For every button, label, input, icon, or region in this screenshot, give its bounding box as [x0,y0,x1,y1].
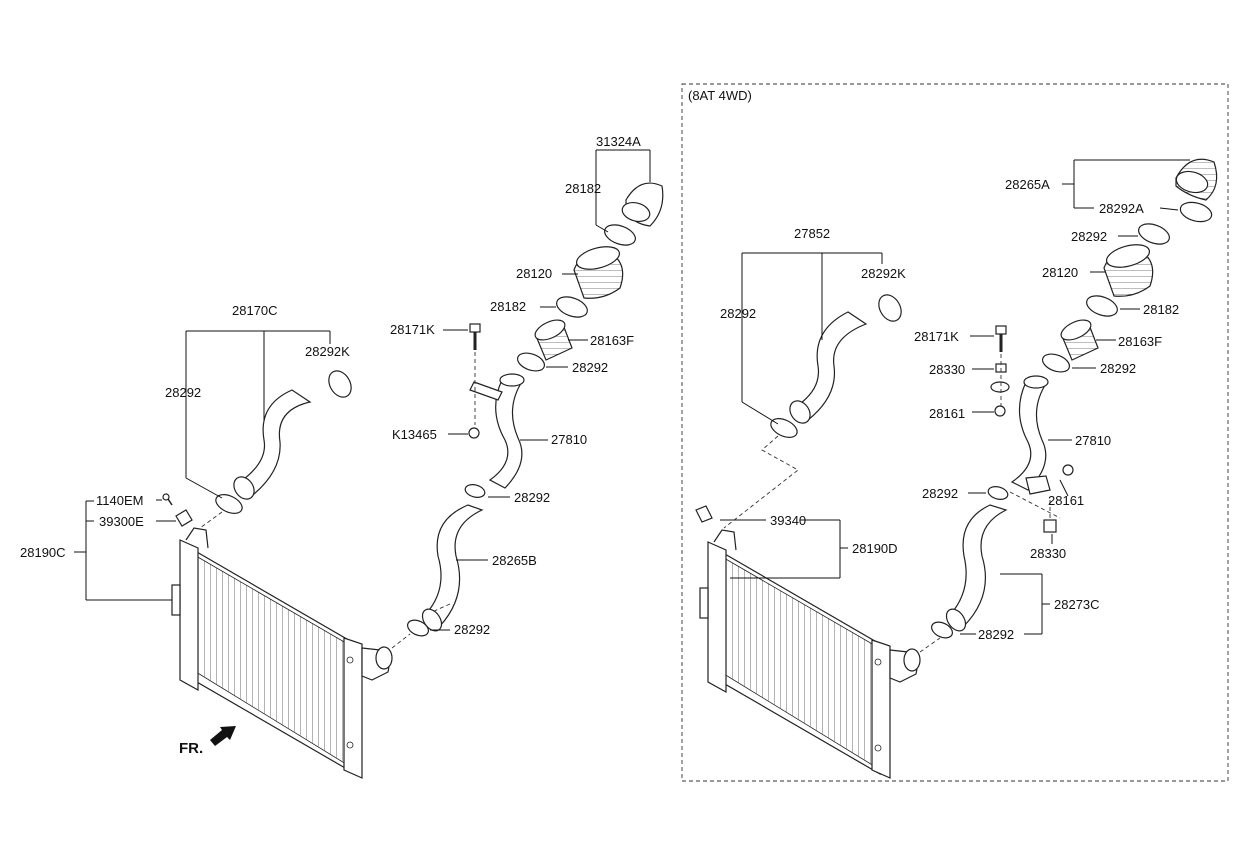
label-28292-b: 28292 [514,490,550,505]
hose-27852 [789,311,868,424]
label-28163F-right: 28163F [1118,334,1162,349]
nut-28161-a [994,405,1006,417]
label-28292K-right: 28292K [861,266,906,281]
clamp-28292K-left [328,370,352,398]
bolt-28171K [469,323,481,350]
label-39300E: 39300E [99,514,144,529]
label-28170C: 28170C [232,303,278,318]
label-28292-e: 28292 [978,627,1014,642]
dash-left-outlet [391,633,411,649]
sensor-39300E [175,509,193,527]
label-27852: 27852 [794,226,830,241]
bolt-28171K-right [995,325,1007,352]
dash-left-inlet [199,511,223,529]
label-28292-a: 28292 [572,360,608,375]
clamp-28292-b-right [1041,353,1071,373]
resonator-28120-right [1103,244,1154,297]
label-28330-a: 28330 [929,362,965,377]
label-28120-right: 28120 [1042,265,1078,280]
label-31324A: 31324A [596,134,641,149]
label-28292A: 28292A [1099,201,1144,216]
sensor-39340 [695,505,713,523]
label-27810: 27810 [551,432,587,447]
dash-right-outlet [919,637,941,653]
label-28161-b: 28161 [1048,493,1084,508]
boot-28163F-right [1060,319,1099,361]
clamp-28292-c-right [987,486,1009,500]
label-K13465: K13465 [392,427,437,442]
label-28292-c: 28292 [454,622,490,637]
hose-31324A [621,182,664,227]
label-28161-a: 28161 [929,406,965,421]
label-28163F: 28163F [590,333,634,348]
label-28182-b: 28182 [490,299,526,314]
intercooler-left [171,527,393,779]
dash-left-hose [431,603,451,613]
label-28292-d-right: 28292 [720,306,756,321]
label-28292-d: 28292 [165,385,201,400]
front-arrow-icon [210,726,236,746]
hose-28265A [1175,158,1218,201]
label-28190C: 28190C [20,545,66,560]
label-28292K: 28292K [305,344,350,359]
callout-lines-left [74,149,651,631]
resonator-28120 [573,246,624,299]
clamp-28292K-right [878,294,902,322]
label-28292-b-right: 28292 [1100,361,1136,376]
label-28292-c-right: 28292 [922,486,958,501]
label-28273C: 28273C [1054,597,1100,612]
clamp-28182-a [604,224,636,246]
hose-28265B [421,504,484,632]
callout-lines-right [720,159,1190,635]
label-28265A: 28265A [1005,177,1050,192]
label-28292-a-right: 28292 [1071,229,1107,244]
clamp-28292-a-right [1138,223,1170,245]
hose-28273C [945,504,1008,632]
clamp-28182-right [1086,295,1118,317]
bolt-1140EM [162,493,173,506]
label-39340: 39340 [770,513,806,528]
label-28120: 28120 [516,266,552,281]
clamp-28292-a [516,352,546,372]
label-27810-right: 27810 [1075,433,1111,448]
clamp-28292-b [464,484,486,498]
label-28330-b: 28330 [1030,546,1066,561]
variant-box [681,83,1229,782]
front-marker-label: FR. [179,740,203,757]
clamp-28292-c [407,619,429,637]
hose-28170C [233,389,312,500]
bracket-washer [990,381,1010,393]
label-28190D: 28190D [852,541,898,556]
dash-bracket-right [1009,491,1061,519]
nut-K13465 [468,427,480,439]
clamp-28182-b [556,296,588,318]
variant-box-title: (8AT 4WD) [688,88,752,103]
intercooler-right [699,529,921,779]
clamp-28292-d [215,494,243,514]
dash-right-inlet [723,435,799,529]
label-28182-a: 28182 [565,181,601,196]
nut-28330-b [1043,519,1057,533]
pipe-27810-right [1010,375,1051,495]
clamp-28292-e [931,621,953,639]
label-28171K-right: 28171K [914,329,959,344]
pipe-27810 [469,373,525,489]
label-28171K: 28171K [390,322,435,337]
label-1140EM: 1140EM [96,493,143,508]
clamp-28292A [1179,201,1213,223]
label-28182-right: 28182 [1143,302,1179,317]
boot-28163F [534,319,573,361]
nut-28161-b [1062,464,1074,476]
label-28265B: 28265B [492,553,537,568]
